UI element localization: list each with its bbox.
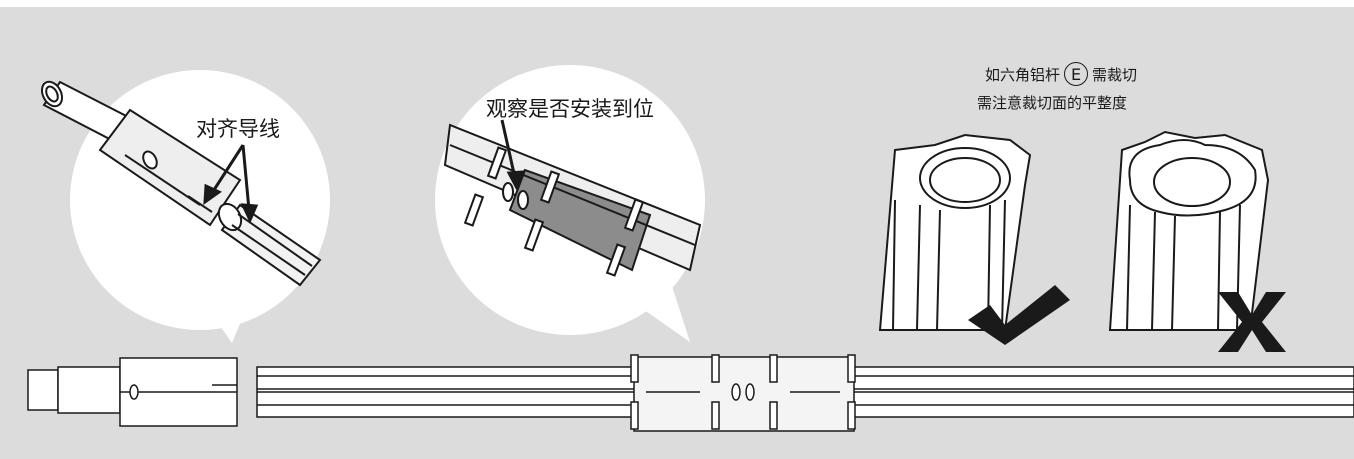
end-tube [27,369,59,411]
check-detail-parts [443,123,702,277]
coupling-sleeve [633,356,855,432]
check-arrow [500,119,525,192]
cut-note-prefix: 如六角铝杆 [985,65,1061,84]
assembly-strip [27,354,1354,432]
cut-note-suffix: 需裁切 [1092,65,1138,84]
cut-bad-illustration [1108,130,1270,331]
cut-good-illustration [878,133,1032,331]
cut-note-line1: 如六角铝杆 E 需裁切 [985,62,1137,86]
check-mark-icon [968,285,1070,345]
align-wire-label: 对齐导线 [196,117,280,141]
x-mark-icon [1218,292,1286,352]
part-e-badge: E [1064,62,1089,86]
align-arrows [203,144,259,224]
top-border [0,0,1354,7]
check-install-label: 观察是否安装到位 [486,97,654,121]
cut-note-line2: 需注意裁切面的平整度 [977,94,1128,112]
